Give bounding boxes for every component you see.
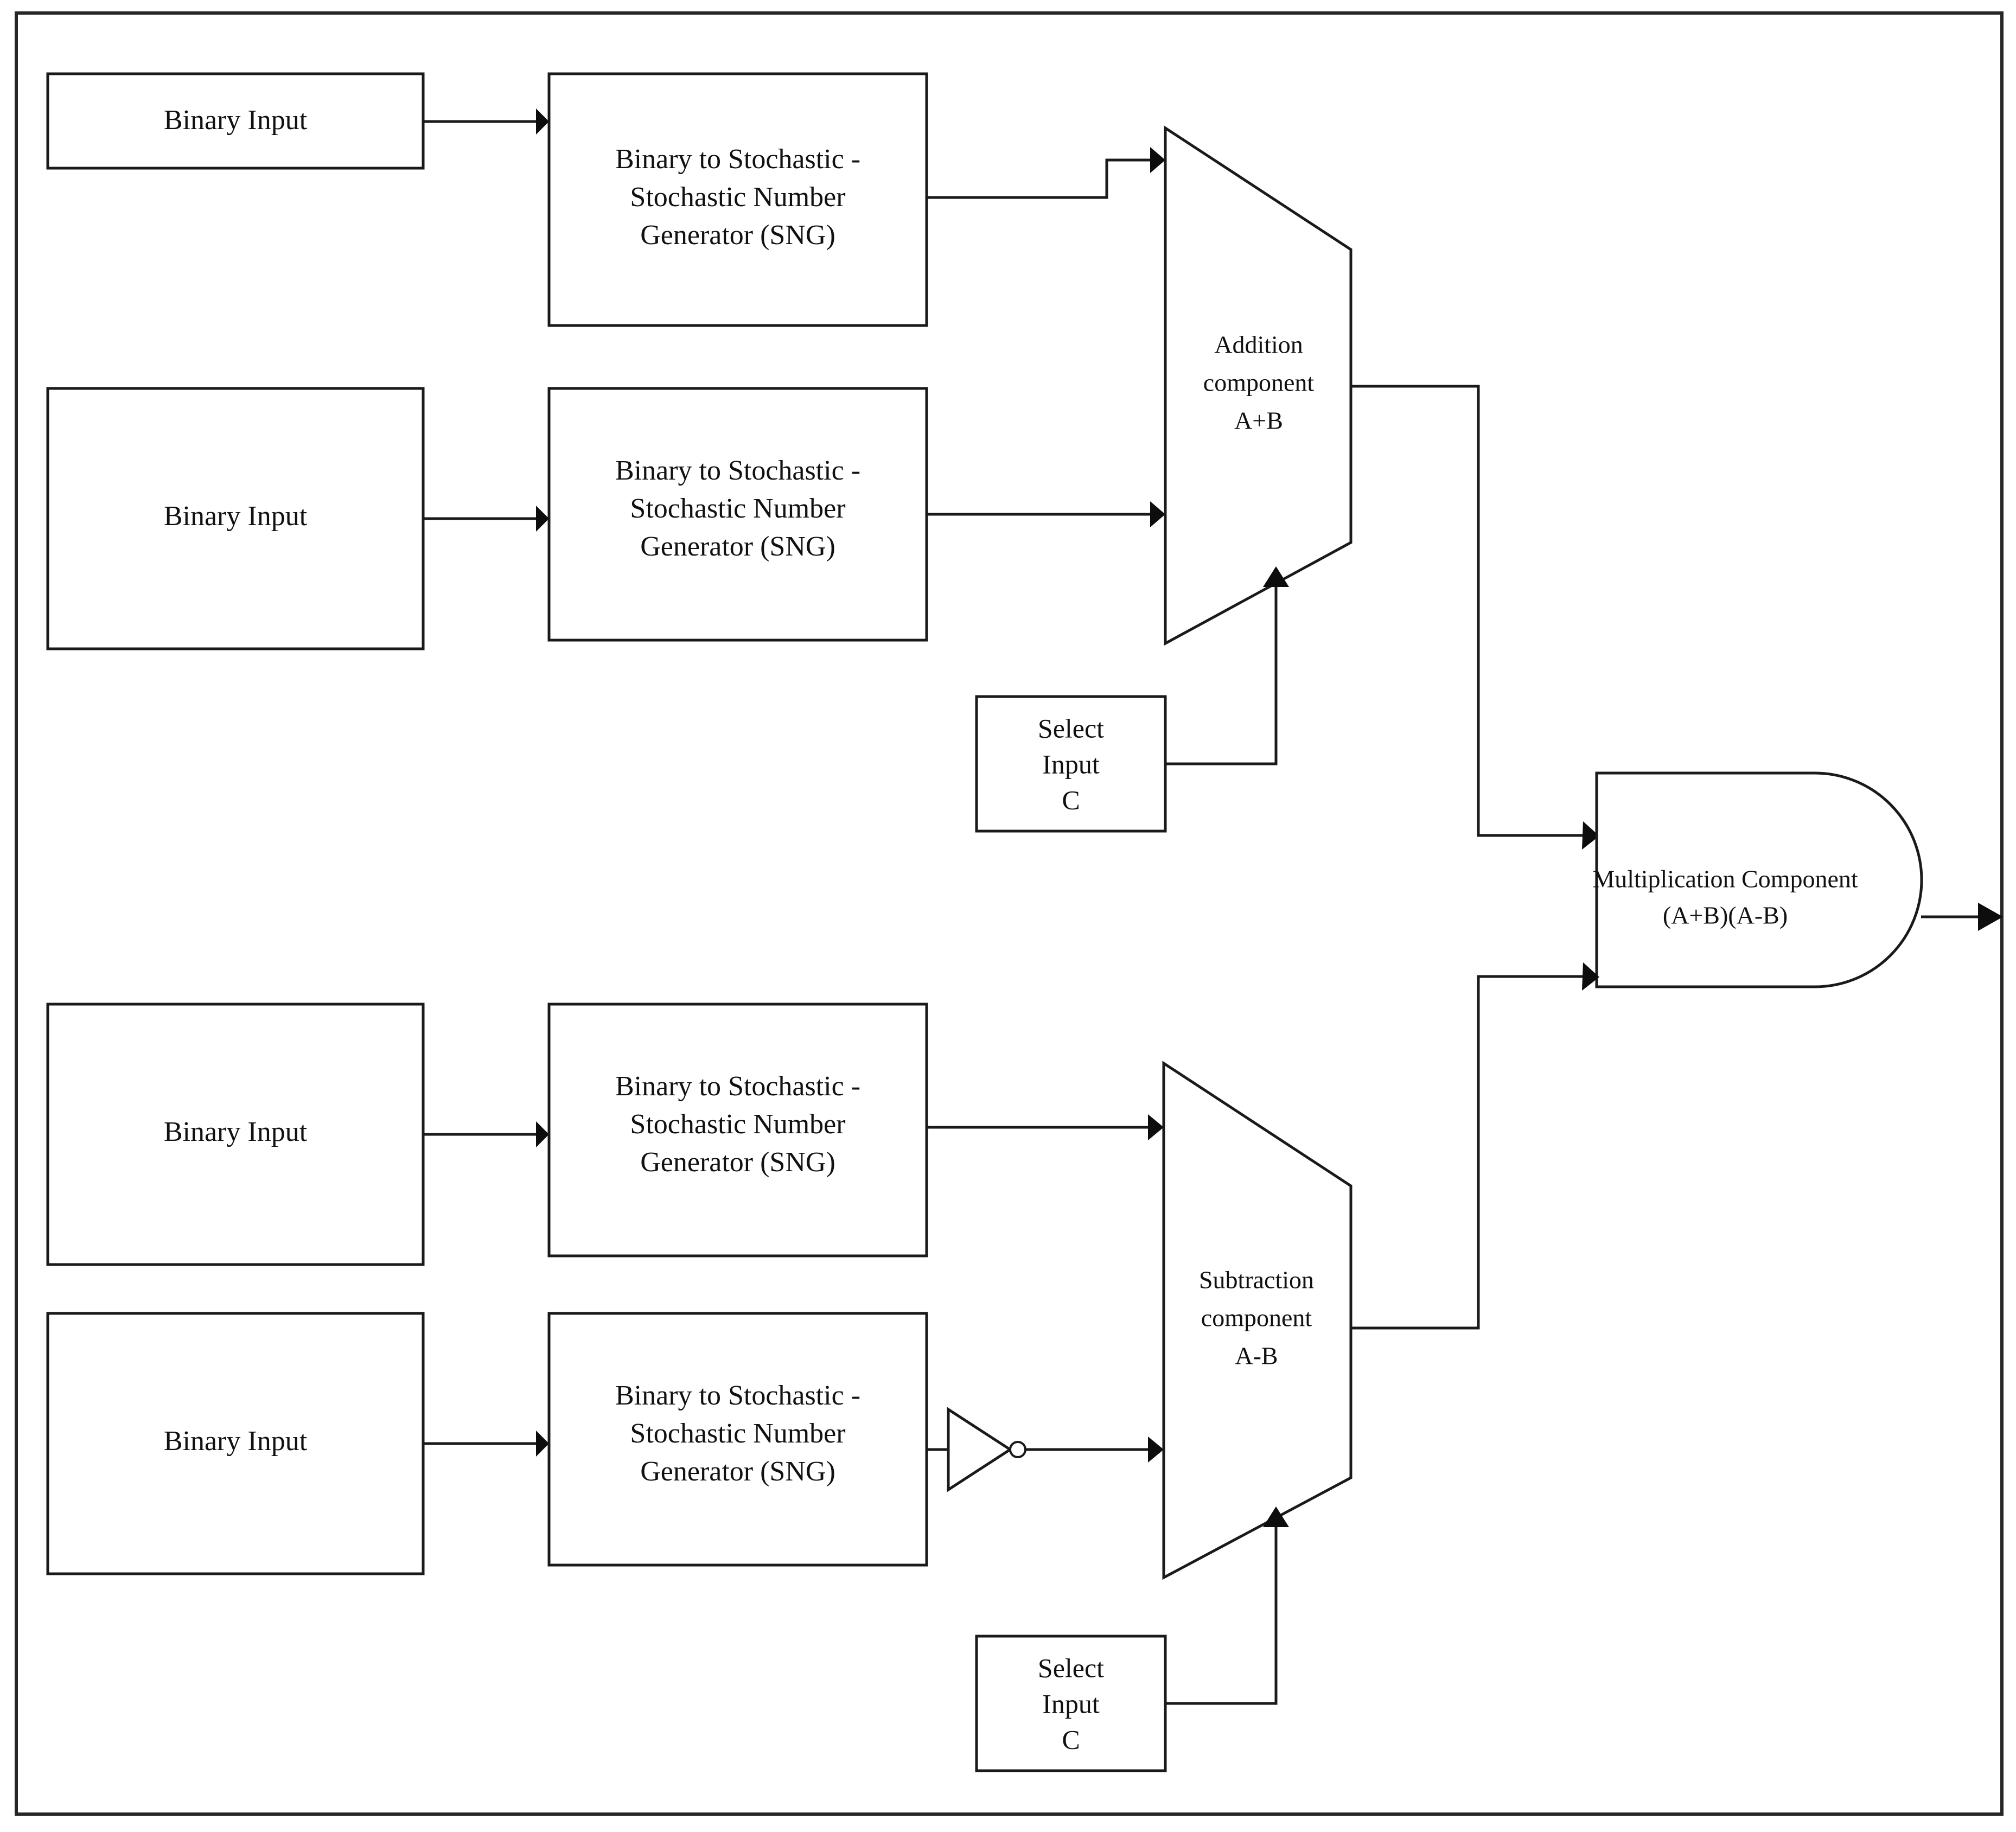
subtraction-label-line3: A-B [1235, 1342, 1278, 1370]
sng-label-3-line3: Generator (SNG) [640, 1147, 835, 1178]
sng-box-1[interactable] [547, 72, 928, 327]
arrowhead-input4-to-sng4 [536, 1431, 549, 1457]
arrowhead-input1-to-sng1 [536, 108, 549, 135]
arrowhead-input2-to-sng2 [536, 506, 549, 532]
select-input-top-line1: Select [1038, 713, 1104, 743]
wire-subtractor-to-multiplier [1351, 975, 1584, 1330]
arrowhead-multiplier-output [1978, 903, 2003, 931]
subtraction-component-mux[interactable] [1162, 1061, 1352, 1580]
sng-label-3-line2: Stochastic Number [630, 1109, 845, 1140]
binary-input-label-4: Binary Input [164, 1426, 308, 1457]
select-input-top-line2: Input [1042, 749, 1100, 779]
binary-input-box-1[interactable] [46, 72, 425, 170]
arrowhead-input3-to-sng3 [536, 1121, 549, 1147]
select-input-bottom-line1: Select [1038, 1652, 1104, 1683]
wire-sng1-to-adder [927, 158, 1150, 199]
addition-label-line2: component [1203, 369, 1315, 397]
addition-label-line1: Addition [1214, 331, 1303, 359]
multiplication-label-line1: Multiplication Component [1592, 865, 1858, 893]
binary-input-label-3: Binary Input [164, 1116, 308, 1147]
subtraction-label-line2: component [1201, 1304, 1312, 1332]
select-input-bottom-line2: Input [1042, 1688, 1100, 1719]
not-gate-bubble-icon [1009, 1441, 1026, 1458]
arrowhead-adder-to-multiplier [1582, 821, 1599, 850]
arrowhead-sng3-to-subtractor [1148, 1114, 1164, 1140]
wire-adder-to-multiplier [1351, 385, 1584, 837]
multiplication-and-gate[interactable] [1595, 771, 1923, 988]
select-input-bottom-line3: C [1062, 1724, 1080, 1754]
subtraction-label-line1: Subtraction [1199, 1266, 1314, 1294]
arrowhead-selectC-to-subtractor [1263, 1507, 1289, 1527]
sng-label-2-line1: Binary to Stochastic - [615, 455, 860, 486]
addition-component-mux[interactable] [1164, 125, 1352, 646]
not-gate-icon[interactable] [947, 1407, 1013, 1492]
sng-label-1-line2: Stochastic Number [630, 182, 845, 213]
sng-label-1-line1: Binary to Stochastic - [615, 144, 860, 175]
arrowhead-sng2-to-adder [1150, 501, 1165, 527]
binary-input-label-1: Binary Input [164, 105, 308, 136]
binary-input-box-2[interactable] [46, 387, 425, 650]
arrowhead-inverter-to-subtractor [1148, 1437, 1164, 1463]
binary-input-box-4[interactable] [46, 1312, 425, 1575]
sng-box-2[interactable] [547, 387, 928, 642]
sng-label-2-line2: Stochastic Number [630, 493, 845, 524]
sng-label-1-line3: Generator (SNG) [640, 220, 835, 251]
sng-box-4[interactable] [547, 1312, 928, 1567]
sng-label-4-line3: Generator (SNG) [640, 1456, 835, 1487]
sng-label-4-line1: Binary to Stochastic - [615, 1380, 860, 1411]
arrowhead-subtractor-to-multiplier [1582, 962, 1599, 991]
arrowhead-selectC-to-adder [1263, 566, 1289, 587]
sng-label-2-line3: Generator (SNG) [640, 531, 835, 562]
sng-box-3[interactable] [547, 1003, 928, 1257]
addition-label-line3: A+B [1234, 407, 1283, 435]
wire-selectC-to-adder [1165, 587, 1278, 765]
multiplication-label-line2: (A+B)(A-B) [1663, 902, 1788, 929]
binary-input-label-2: Binary Input [164, 501, 308, 532]
select-input-top-line3: C [1062, 784, 1080, 815]
sng-label-3-line1: Binary to Stochastic - [615, 1071, 860, 1102]
wire-selectC-to-subtractor [1165, 1527, 1278, 1705]
sng-label-4-line2: Stochastic Number [630, 1418, 845, 1449]
arrowhead-sng1-to-adder [1150, 147, 1165, 173]
select-input-box-bottom[interactable] [975, 1635, 1167, 1772]
select-input-box-top[interactable] [975, 695, 1167, 833]
diagram-border [15, 11, 2004, 1816]
